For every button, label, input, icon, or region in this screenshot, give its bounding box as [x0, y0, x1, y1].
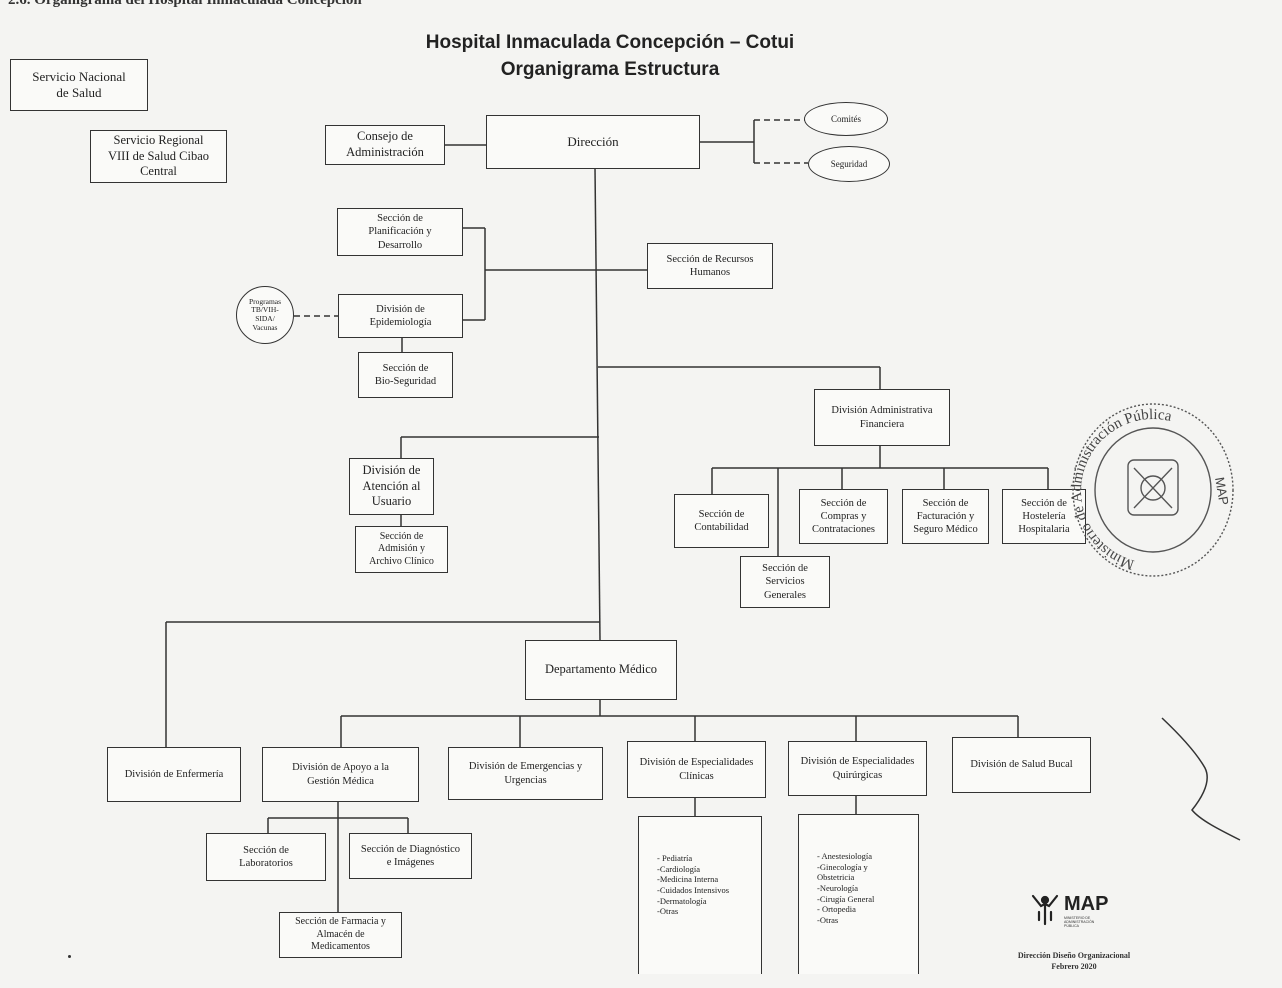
apoyo-gestion-box: División de Apoyo a la Gestión Médica — [262, 747, 419, 802]
admision-archivo-box: Sección de Admisión y Archivo Clínico — [355, 526, 448, 573]
map-logo-text: MAP — [1064, 893, 1109, 915]
laboratorios-box: Sección de Laboratorios — [206, 833, 326, 881]
especialidades-clinicas-box: División de Especialidades Clínicas — [627, 741, 766, 798]
epidemiologia-box: División de Epidemiología — [338, 294, 463, 338]
especialidades-clinicas-list: - Pediatría -Cardiología -Medicina Inter… — [638, 816, 762, 974]
facturacion-box: Sección de Facturación y Seguro Médico — [902, 489, 989, 544]
chart-subtitle: Organigrama Estructura — [500, 59, 720, 80]
servicio-nacional-salud-box: Servicio Nacional de Salud — [10, 59, 148, 111]
list-item: - Pediatría — [657, 853, 693, 863]
farmacia-box: Sección de Farmacia y Almacén de Medicam… — [279, 912, 402, 958]
atencion-usuario-box: División de Atención al Usuario — [349, 458, 434, 515]
stray-dot — [68, 955, 71, 958]
direccion-box: Dirección — [486, 115, 700, 169]
list-item: -Ginecología y — [817, 861, 868, 872]
list-item: -Otras — [657, 906, 679, 917]
contabilidad-box: Sección de Contabilidad — [674, 494, 769, 548]
list-item: Obstetricia — [817, 872, 855, 883]
list-item: -Cirugía General — [817, 893, 875, 904]
map-logo-small-text: MINISTERIO DE ADMINISTRACIÓN PÚBLICA — [1064, 916, 1095, 928]
bioseguridad-box: Sección de Bio-Seguridad — [358, 352, 453, 398]
diagnostico-imagenes-box: Sección de Diagnóstico e Imágenes — [349, 833, 472, 879]
map-logo — [1031, 894, 1059, 926]
official-seal-stamp: Ministerio de Administración Pública MAP — [1069, 403, 1234, 577]
enfermeria-box: División de Enfermería — [107, 747, 241, 802]
seguridad-oval: Seguridad — [808, 146, 890, 182]
programas-oval: Programas TB/VIH- SIDA/ Vacunas — [236, 286, 294, 344]
list-item: -Medicina Interna — [657, 874, 719, 885]
svg-text:Ministerio de Administración P: Ministerio de Administración Pública — [1069, 407, 1173, 572]
servicios-generales-box: Sección de Servicios Generales — [740, 556, 830, 608]
list-item: -Neurología — [817, 882, 859, 893]
comites-oval: Comités — [804, 102, 888, 136]
hosteleria-box: Sección de Hostelería Hospitalaria — [1002, 489, 1086, 544]
emergencias-box: División de Emergencias y Urgencias — [448, 747, 603, 800]
list-item: - Ortopedia — [817, 904, 856, 915]
map-footer-department: Dirección Diseño Organizacional — [1017, 951, 1131, 960]
especialidades-quirurgicas-list: - Anestesiología -Ginecología y Obstetri… — [798, 814, 919, 974]
division-administrativa-box: División Administrativa Financiera — [814, 389, 950, 446]
planificacion-box: Sección de Planificación y Desarrollo — [337, 208, 463, 256]
list-item: -Otras — [817, 914, 839, 925]
list-item: - Anestesiología — [817, 851, 873, 861]
especialidades-quirurgicas-box: División de Especialidades Quirúrgicas — [788, 741, 927, 796]
salud-bucal-box: División de Salud Bucal — [952, 737, 1091, 793]
departamento-medico-box: Departamento Médico — [525, 640, 677, 700]
compras-box: Sección de Compras y Contrataciones — [799, 489, 888, 544]
servicio-regional-box: Servicio Regional VIII de Salud Cibao Ce… — [90, 130, 227, 183]
svg-text:MAP: MAP — [1212, 476, 1232, 506]
list-item: -Cuidados Intensivos — [657, 884, 730, 895]
page-heading: 2.6. Organigrama del Hospital Inmaculada… — [8, 0, 362, 8]
consejo-administracion-box: Consejo de Administración — [325, 125, 445, 165]
chart-title: Hospital Inmaculada Concepción – Cotui — [425, 32, 795, 53]
list-item: -Cardiología — [657, 863, 700, 874]
map-footer-date: Febrero 2020 — [1051, 962, 1097, 971]
list-item: -Dermatología — [657, 895, 707, 906]
recursos-humanos-box: Sección de Recursos Humanos — [647, 243, 773, 289]
